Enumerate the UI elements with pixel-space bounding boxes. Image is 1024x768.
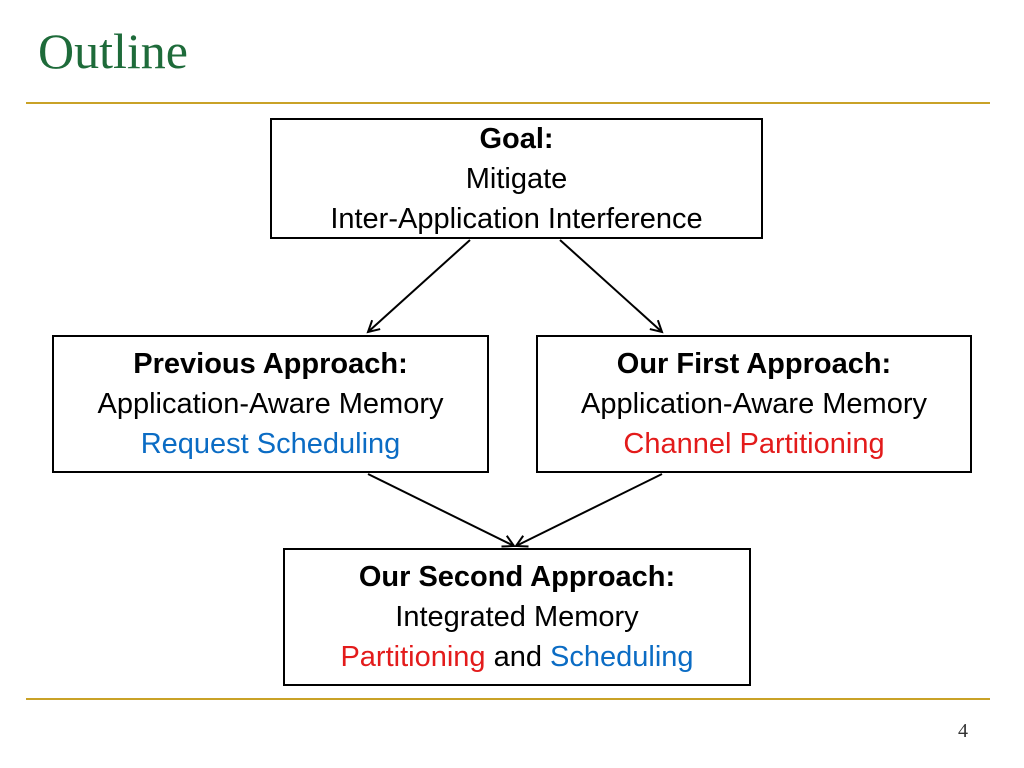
previous-approach-box: Previous Approach: Application-Aware Mem… xyxy=(52,335,489,473)
goal-line1: Mitigate xyxy=(465,162,568,195)
second-approach-line1: Integrated Memory xyxy=(395,601,639,633)
goal-line2: Inter-Application Interference xyxy=(330,202,703,235)
arrow-goal-to-previous xyxy=(368,239,471,332)
second-approach-partitioning: Partitioning xyxy=(340,641,486,673)
arrow-previous-to-second xyxy=(367,473,514,546)
top-divider xyxy=(26,102,990,104)
second-approach-heading: Our Second Approach: xyxy=(358,561,676,593)
first-approach-box: Our First Approach: Application-Aware Me… xyxy=(536,335,972,473)
goal-heading: Goal: xyxy=(479,122,554,155)
first-approach-line2: Channel Partitioning xyxy=(623,428,885,460)
previous-approach-heading: Previous Approach: xyxy=(133,348,408,380)
slide-title: Outline xyxy=(38,23,188,79)
first-approach-heading: Our First Approach: xyxy=(616,348,892,380)
previous-approach-line1: Application-Aware Memory xyxy=(97,388,444,420)
previous-approach-line2: Request Scheduling xyxy=(140,428,401,460)
second-approach-and: and xyxy=(493,641,542,673)
arrow-goal-to-first xyxy=(559,239,662,332)
second-approach-box: Our Second Approach: Integrated Memory P… xyxy=(283,548,751,686)
page-number: 4 xyxy=(958,720,968,742)
arrow-first-to-second xyxy=(516,473,663,546)
bottom-divider xyxy=(26,698,990,700)
first-approach-line1: Application-Aware Memory xyxy=(581,388,927,420)
second-approach-scheduling: Scheduling xyxy=(550,641,694,673)
goal-box: Goal: Mitigate Inter-Application Interfe… xyxy=(270,118,763,239)
second-approach-line2: Partitioning and Scheduling xyxy=(340,637,693,677)
